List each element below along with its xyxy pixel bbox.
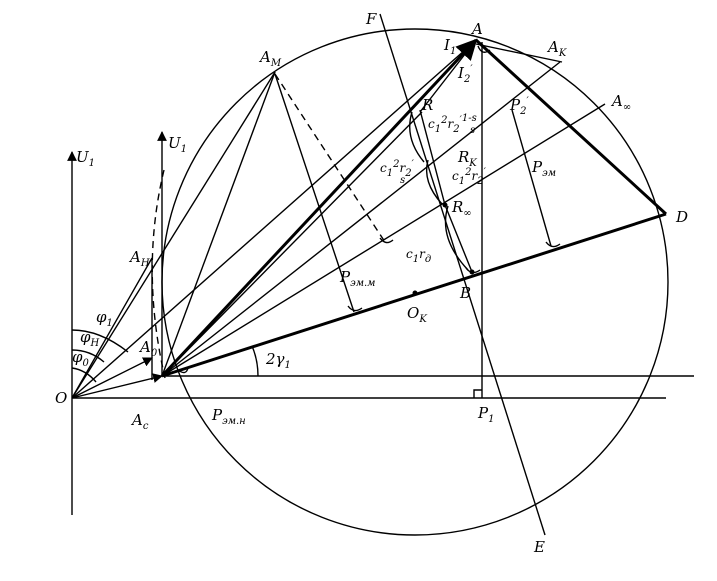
point-b <box>469 269 475 275</box>
perpendicular-p2 <box>511 109 552 247</box>
brace-seg1 <box>409 111 425 163</box>
perpendicular-am <box>274 73 355 313</box>
vector-o-ac <box>71 373 163 399</box>
label-am: AM <box>258 48 282 69</box>
point-rinf <box>442 202 448 208</box>
line-a-r <box>419 39 477 113</box>
label-ak: AK <box>546 38 567 59</box>
line-a-ak <box>475 43 563 63</box>
segment-r-rinf <box>419 109 446 206</box>
angle-arc-phi0 <box>71 367 97 383</box>
label-phi1: φ1 <box>96 308 113 329</box>
label-e: E <box>533 538 545 556</box>
label-c1rd: c1rд <box>406 247 431 265</box>
label-rk: RK <box>457 148 477 169</box>
right-angle-mark-a <box>477 45 491 53</box>
line-ac-r <box>161 111 423 377</box>
brace-seg3 <box>444 205 469 271</box>
label-d: D <box>675 208 688 226</box>
label-u1-left: U1 <box>76 148 95 169</box>
label-o: O <box>55 389 67 407</box>
label-seg2: c12r2′s <box>380 159 415 186</box>
label-rinf: R∞ <box>451 198 472 219</box>
brace-seg2 <box>425 159 443 205</box>
label-b: B <box>459 284 471 302</box>
label-phi0: φ0 <box>72 348 90 369</box>
right-angle-mark-m <box>347 305 363 312</box>
vector-o-am <box>71 71 276 399</box>
vector-o-a0 <box>71 357 153 399</box>
label-f: F <box>365 10 377 28</box>
dashed-arc <box>151 169 166 379</box>
angle-arc-gamma <box>251 345 259 377</box>
point-ok <box>412 290 418 296</box>
chord-a-d <box>474 38 668 216</box>
label-a0: A0 <box>138 338 158 359</box>
label-r: R <box>421 96 433 114</box>
label-i1: I1 <box>443 36 456 57</box>
label-a: A <box>470 20 483 38</box>
right-angle-mark-ac <box>177 367 189 374</box>
label-i2: I2′ <box>457 64 473 85</box>
label-ah: AH <box>128 248 150 269</box>
label-seg3: c12r2′ <box>452 167 487 187</box>
segment-rinf-b <box>444 204 473 273</box>
vector-o-ah <box>71 257 153 399</box>
label-ok: OK <box>407 304 427 325</box>
label-ac: Ac <box>130 411 149 432</box>
label-ainf: A∞ <box>610 92 631 113</box>
label-pem: Pэм <box>531 158 556 179</box>
right-angle-mark-p1 <box>473 389 482 398</box>
line-ac-ak <box>161 61 561 377</box>
label-p2: P2′ <box>509 96 529 117</box>
angle-arc-phi1 <box>71 329 129 353</box>
right-angle-mark-d <box>545 241 561 248</box>
vector-o-a <box>71 41 475 399</box>
label-phih: φH <box>80 328 100 349</box>
label-u1-mid: U1 <box>168 134 187 155</box>
label-pemm: Pэм.м <box>339 268 375 289</box>
label-p1: P1 <box>477 404 494 425</box>
dashed-am <box>274 73 386 243</box>
line-ac-am <box>161 71 276 377</box>
label-gamma: 2γ1 <box>265 350 291 371</box>
label-pemn: Pэм.н <box>211 406 246 427</box>
line-f-e <box>379 13 546 536</box>
angle-arc-phih <box>71 349 105 363</box>
right-angle-mark-dash <box>379 237 394 244</box>
